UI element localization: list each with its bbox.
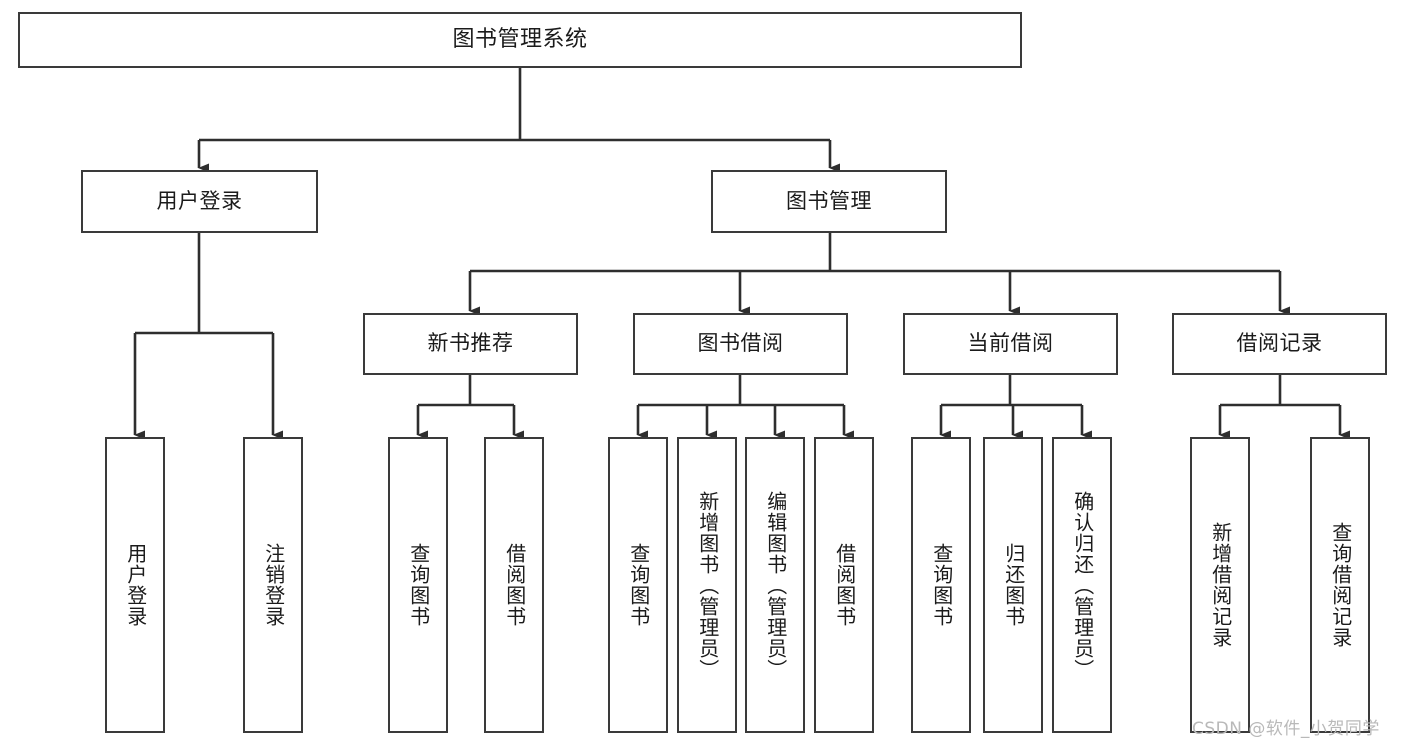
leaf-return-books-label: 归还图书 [1001,543,1026,627]
leaf-borrow-books-nbr-label: 借阅图书 [502,543,527,627]
leaf-add-borrow-record-label: 新增借阅记录 [1208,522,1233,648]
node-borrow-record[interactable]: 借阅记录 [1172,313,1387,375]
leaf-query-books-bb[interactable]: 查询图书 [608,437,668,733]
leaf-add-borrow-record[interactable]: 新增借阅记录 [1190,437,1250,733]
node-current-borrow-label: 当前借阅 [967,331,1054,356]
node-user-login[interactable]: 用户登录 [81,170,318,233]
leaf-query-books-nbr-label: 查询图书 [406,543,431,627]
leaf-query-books-cb-label: 查询图书 [929,543,954,627]
leaf-add-book-admin-label: 新增图书（管理员） [695,490,720,680]
node-borrow-record-label: 借阅记录 [1236,331,1323,356]
node-book-management[interactable]: 图书管理 [711,170,947,233]
node-book-management-label: 图书管理 [786,188,872,213]
leaf-logout-label: 注销登录 [261,543,286,627]
leaf-confirm-return-admin-label: 确认归还（管理员） [1070,490,1095,680]
node-book-borrow[interactable]: 图书借阅 [633,313,848,375]
leaf-query-books-cb[interactable]: 查询图书 [911,437,971,733]
node-user-login-label: 用户登录 [156,188,243,213]
leaf-user-login[interactable]: 用户登录 [105,437,165,733]
leaf-logout[interactable]: 注销登录 [243,437,303,733]
leaf-edit-book-admin-label: 编辑图书（管理员） [763,490,788,680]
node-new-book-recommend-label: 新书推荐 [427,331,514,356]
leaf-confirm-return-admin[interactable]: 确认归还（管理员） [1052,437,1112,733]
leaf-borrow-books-bb-label: 借阅图书 [832,543,857,627]
leaf-query-books-bb-label: 查询图书 [626,543,651,627]
leaf-query-borrow-record[interactable]: 查询借阅记录 [1310,437,1370,733]
leaf-user-login-label: 用户登录 [123,543,148,627]
node-current-borrow[interactable]: 当前借阅 [903,313,1118,375]
leaf-edit-book-admin[interactable]: 编辑图书（管理员） [745,437,805,733]
node-root[interactable]: 图书管理系统 [18,12,1022,68]
csdn-watermark: CSDN @软件_小贺同学 [1192,719,1380,739]
leaf-query-books-nbr[interactable]: 查询图书 [388,437,448,733]
leaf-query-borrow-record-label: 查询借阅记录 [1328,522,1353,648]
node-new-book-recommend[interactable]: 新书推荐 [363,313,578,375]
leaf-borrow-books-nbr[interactable]: 借阅图书 [484,437,544,733]
leaf-add-book-admin[interactable]: 新增图书（管理员） [677,437,737,733]
node-root-label: 图书管理系统 [452,26,588,52]
node-book-borrow-label: 图书借阅 [697,331,784,356]
leaf-return-books[interactable]: 归还图书 [983,437,1043,733]
leaf-borrow-books-bb[interactable]: 借阅图书 [814,437,874,733]
